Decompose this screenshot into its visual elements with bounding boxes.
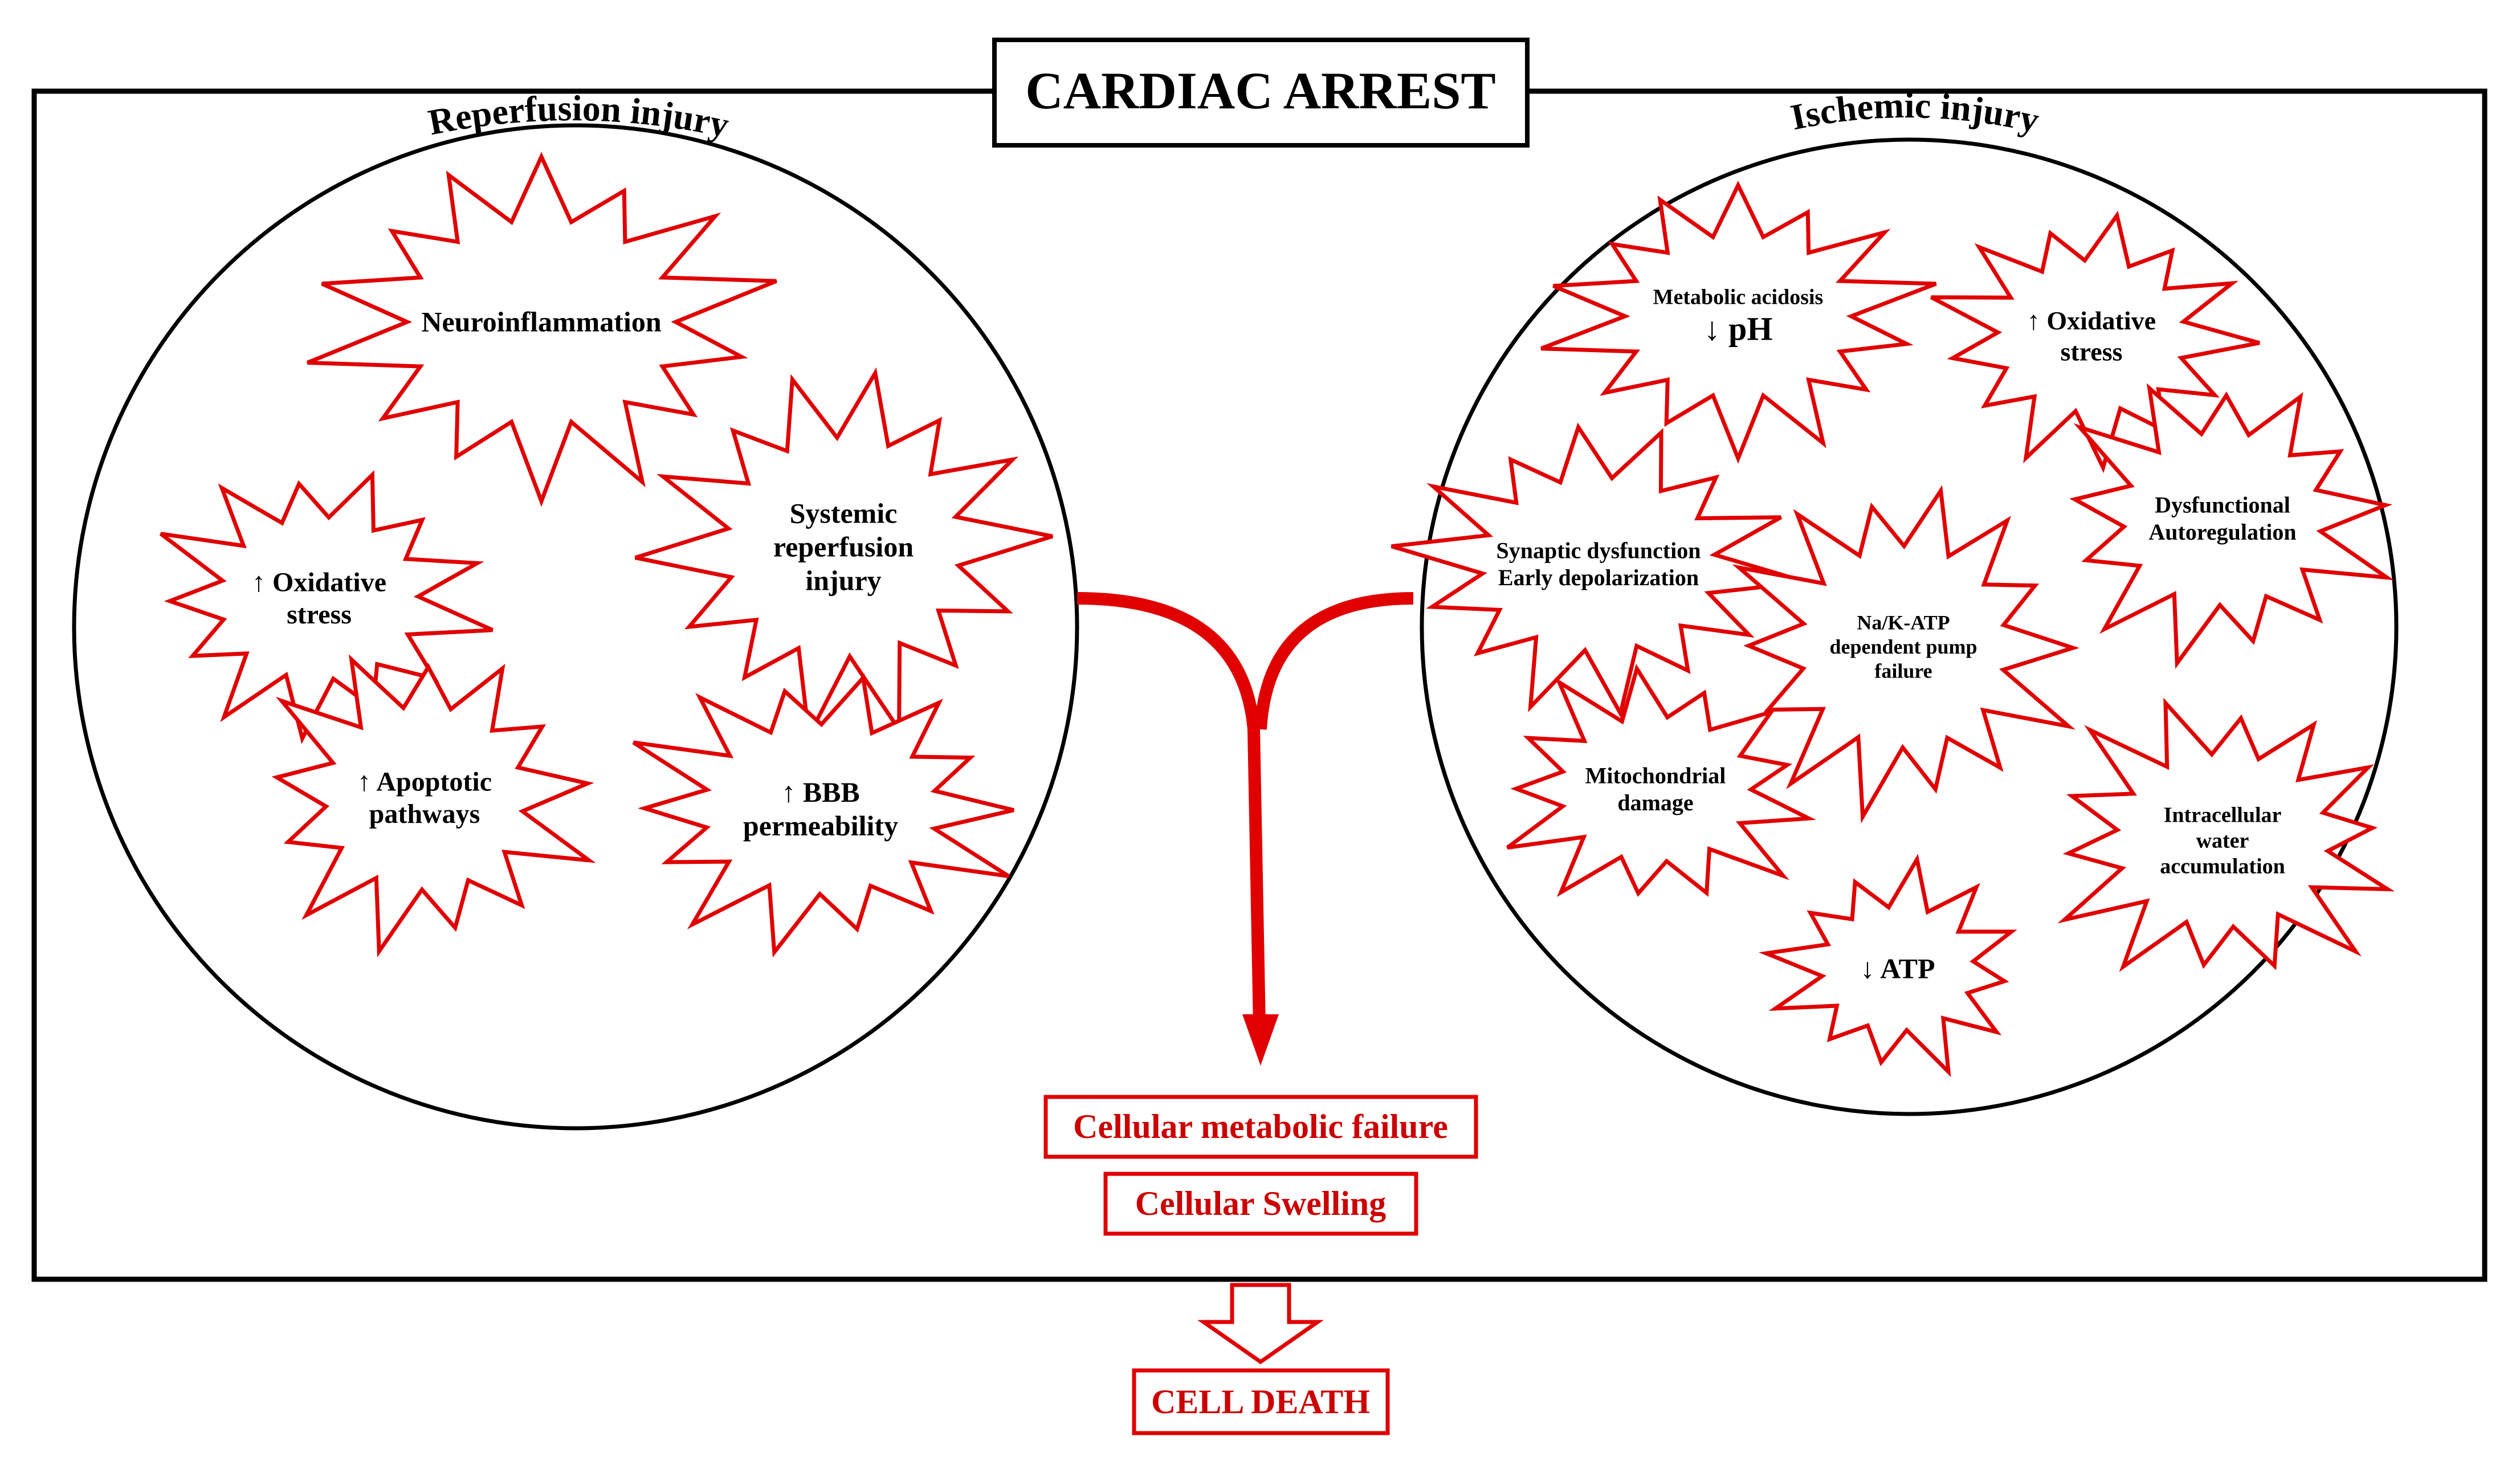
ischemic-burst-shape (1758, 854, 2017, 1078)
outcome-box-swelling (1103, 1172, 1418, 1236)
ischemic-burst-label: Intracellular (2164, 803, 2282, 827)
outcome-cellular-swelling: Cellular Swelling (1135, 1185, 1387, 1222)
ischemic-burst-label: water (2196, 829, 2249, 853)
ischemic-burst-shape (2069, 383, 2395, 670)
reperfusion-burst-label: permeability (743, 810, 898, 842)
ischemic-burst-shape (1930, 210, 2260, 474)
reperfusion-burst-label: Neuroinflammation (421, 306, 661, 338)
ischemic-burst-label: Metabolic acidosis (1653, 285, 1824, 309)
ischemic-burst-label: ↑ Oxidative (2027, 306, 2156, 335)
reperfusion-burst-label: reperfusion (773, 531, 914, 563)
reperfusion-burst-label: ↑ Apoptotic (357, 767, 492, 797)
ischemic-burst-label: damage (1617, 790, 1693, 815)
ischemic-burst-8: ↓ ATP (1758, 854, 2017, 1078)
cell-death-box (1132, 1368, 1390, 1435)
merge-arrow-right (1254, 592, 1414, 730)
reperfusion-burst-label: injury (805, 565, 881, 597)
ischemic-burst-label: accumulation (2160, 854, 2285, 878)
ischemic-burst-label: Early depolarization (1498, 565, 1699, 590)
burst-layer: NeuroinflammationSystemicreperfusioninju… (159, 152, 2395, 1078)
ischemic-burst-label: failure (1874, 659, 1932, 682)
ischemic-burst-label: Dysfunctional (2155, 492, 2290, 518)
page-title: CARDIAC ARREST (1025, 62, 1496, 120)
reperfusion-burst-shape (632, 673, 1014, 958)
reperfusion-burst-shape (271, 654, 596, 958)
cell-death-label: CELL DEATH (1151, 1383, 1370, 1421)
merge-arrowhead (1242, 1014, 1279, 1066)
reperfusion-burst-label: pathways (369, 799, 480, 829)
reperfusion-burst-1: Neuroinflammation (307, 152, 777, 507)
ischemic-burst-label: ↓ pH (1704, 311, 1773, 348)
ischemic-burst-label: Synaptic dysfunction (1496, 538, 1701, 564)
outcome-box-metabolic (1043, 1095, 1478, 1159)
ischemic-burst-label: Autoregulation (2148, 519, 2296, 545)
ischemic-burst-label: stress (2060, 337, 2122, 366)
reperfusion-burst-shape (307, 152, 777, 507)
ischemic-burst-shape (1506, 663, 1816, 897)
outcome-metabolic-failure: Cellular metabolic failure (1073, 1108, 1448, 1145)
ischemic-circle (1420, 137, 2399, 1116)
ischemic-burst-label: ↓ ATP (1860, 953, 1935, 985)
reperfusion-circle (72, 123, 1079, 1131)
ischemic-burst-label: dependent pump (1829, 635, 1977, 658)
ischemic-burst-label: Na/K-ATP (1857, 611, 1950, 634)
ischemic-burst-shape (2057, 697, 2395, 972)
reperfusion-burst-label: ↑ Oxidative (252, 568, 386, 598)
ischemic-burst-shape (1732, 485, 2080, 824)
reperfusion-burst-label: ↑ BBB (781, 776, 860, 808)
reperfusion-burst-label: stress (287, 599, 352, 630)
ischemic-burst-1: Metabolic acidosis↓ pH (1540, 180, 1937, 464)
ischemic-burst-label: Mitochondrial (1585, 763, 1726, 789)
reperfusion-burst-label: Systemic (790, 497, 898, 529)
ischemic-burst-shape (1540, 180, 1937, 464)
reperfusion-burst-shape (159, 470, 494, 744)
title-box (992, 38, 1530, 148)
ischemic-burst-shape (1391, 422, 1807, 719)
merge-arrow-left (1076, 592, 1266, 1026)
cell-death-arrow (1197, 1283, 1324, 1365)
